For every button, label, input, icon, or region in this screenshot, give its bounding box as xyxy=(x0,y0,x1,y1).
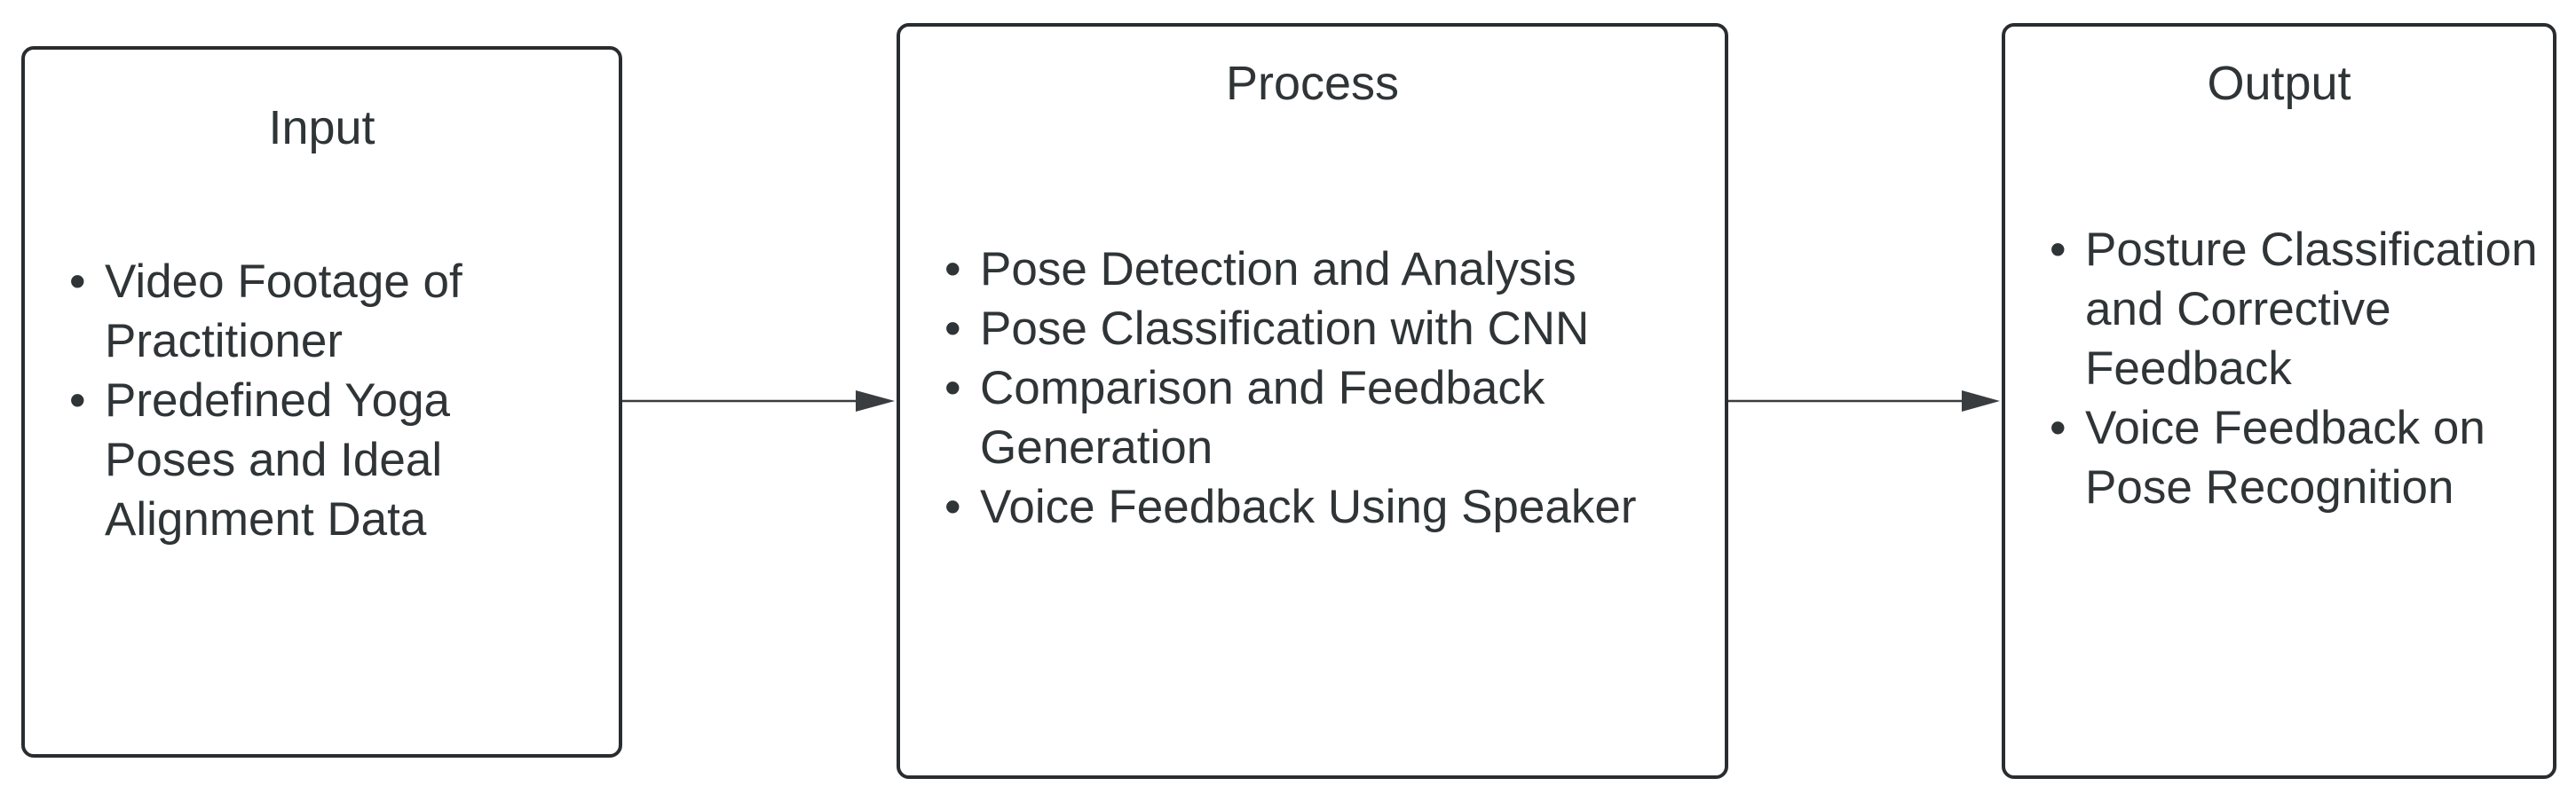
bullet-icon: • xyxy=(944,481,961,533)
process-title: Process xyxy=(1225,57,1400,110)
bullet-icon: • xyxy=(944,243,961,295)
list-item-text: Video Footage of Practitioner xyxy=(105,256,462,367)
list-item: • Predefined Yoga Poses and Ideal Alignme… xyxy=(69,371,566,549)
bullet-icon: • xyxy=(2050,402,2066,454)
bullet-icon: • xyxy=(69,374,86,427)
list-item: • Voice Feedback on Pose Recognition xyxy=(2050,398,2547,517)
list-item-text: Voice Feedback on Pose Recognition xyxy=(2085,402,2485,514)
list-item: • Voice Feedback Using Speaker xyxy=(944,477,1708,537)
list-item-text: Pose Detection and Analysis xyxy=(980,243,1576,295)
list-item: • Pose Classification with CNN xyxy=(944,299,1708,358)
list-item-text: Comparison and Feedback Generation xyxy=(980,362,1545,474)
list-item: • Video Footage of Practitioner xyxy=(69,252,566,371)
arrow-process-to-output xyxy=(1728,390,2000,412)
process-list: • Pose Detection and Analysis • Pose Class… xyxy=(944,240,1708,537)
output-box: Output • Posture Classification and Corre… xyxy=(2002,23,2556,779)
bullet-icon: • xyxy=(944,362,961,414)
bullet-icon: • xyxy=(944,303,961,355)
list-item: • Pose Detection and Analysis xyxy=(944,240,1708,299)
list-item: • Comparison and Feedback Generation xyxy=(944,358,1708,477)
list-item-text: Voice Feedback Using Speaker xyxy=(980,481,1637,533)
bullet-icon: • xyxy=(2050,224,2066,276)
arrow-input-to-process xyxy=(622,390,895,412)
output-list: • Posture Classification and Corrective F… xyxy=(2050,220,2547,517)
bullet-icon: • xyxy=(69,256,86,308)
list-item-text: Predefined Yoga Poses and Ideal Alignmen… xyxy=(105,374,451,546)
input-title: Input xyxy=(268,101,375,154)
input-box: Input • Video Footage of Practitioner • Pr… xyxy=(21,46,622,758)
list-item: • Posture Classification and Corrective F… xyxy=(2050,220,2547,398)
list-item-text: Posture Classification and Corrective Fe… xyxy=(2085,224,2538,395)
list-item-text: Pose Classification with CNN xyxy=(980,303,1590,355)
input-list: • Video Footage of Practitioner • Predefin… xyxy=(69,252,566,549)
process-box: Process • Pose Detection and Analysis • Po… xyxy=(897,23,1728,779)
output-title: Output xyxy=(2207,57,2351,110)
